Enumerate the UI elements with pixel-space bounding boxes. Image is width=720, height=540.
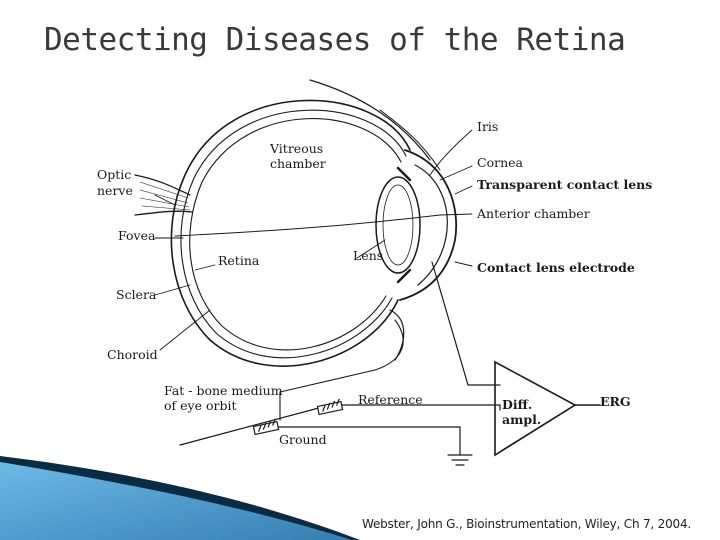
label-choroid: Choroid (107, 347, 158, 362)
contact-lens-outline (414, 164, 448, 286)
label-vitreous-line2: chamber (270, 156, 326, 171)
sclera-outline (170, 99, 411, 367)
label-sclera: Sclera (116, 287, 157, 302)
label-fovea: Fovea (118, 228, 156, 243)
label-retina: Retina (218, 253, 260, 268)
label-contact-lens-electrode: Contact lens electrode (477, 260, 635, 275)
electrode-wire (431, 261, 501, 386)
label-iris: Iris (477, 119, 498, 134)
diff-amplifier (494, 360, 577, 457)
choroid-outline (180, 109, 407, 359)
label-transparent-contact-lens: Transparent contact lens (477, 177, 652, 192)
label-optic-line2: nerve (97, 183, 133, 198)
label-fat-line1: Fat - bone medium (164, 383, 283, 398)
label-lens: Lens (353, 248, 383, 263)
label-vitreous-line1: Vitreous (269, 141, 323, 156)
label-amp-line2: ampl. (502, 412, 541, 427)
retina-outline (189, 118, 402, 351)
reference-wire (329, 404, 501, 411)
label-reference: Reference (358, 392, 423, 407)
visual-axis (174, 214, 441, 237)
label-optic-line1: Optic (97, 167, 131, 182)
label-cornea: Cornea (477, 155, 524, 170)
label-fat-line2: of eye orbit (164, 398, 236, 413)
slide-title: Detecting Diseases of the Retina (44, 22, 626, 58)
label-amp-line1: Diff. (502, 397, 532, 412)
crystalline-lens (375, 176, 421, 274)
orbit-boundary (179, 404, 331, 446)
label-erg: ERG (600, 394, 631, 409)
label-ground: Ground (279, 432, 327, 447)
ground-symbol (447, 454, 473, 466)
optic-nerve (134, 174, 193, 216)
label-anterior-chamber: Anterior chamber (476, 206, 590, 221)
ground-wire (269, 426, 461, 456)
citation: Webster, John G., Bioinstrumentation, Wi… (362, 517, 692, 531)
